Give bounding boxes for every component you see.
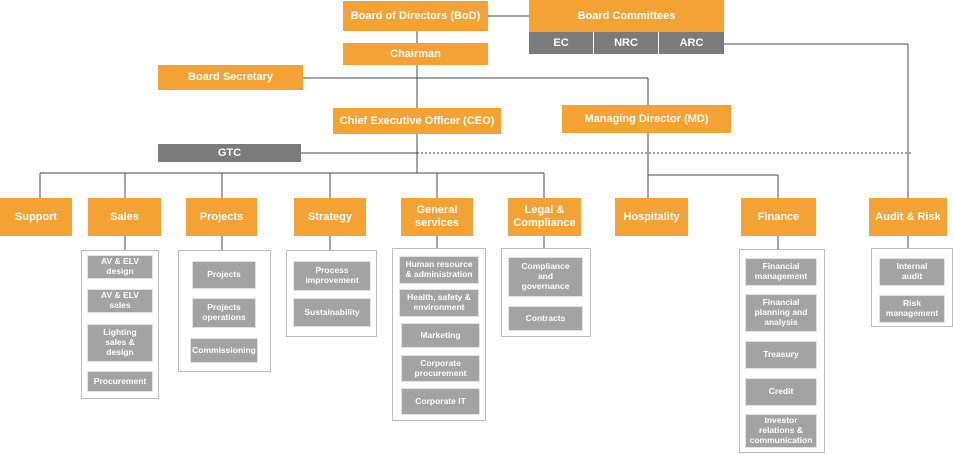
- dept-finance: Finance: [741, 198, 816, 236]
- chairman-box: Chairman: [343, 43, 488, 65]
- dept-sales: Sales: [88, 198, 161, 236]
- dept-audit-risk: Audit & Risk: [869, 198, 947, 236]
- unit-treasury: Treasury: [745, 341, 817, 369]
- ceo-box: Chief Executive Officer (CEO): [333, 108, 501, 134]
- dept-legal-compliance: Legal & Compliance: [508, 198, 581, 236]
- unit-sustainability: Sustainability: [293, 298, 371, 327]
- unit-compliance-governance: Compliance and governance: [508, 257, 583, 297]
- unit-marketing: Marketing: [401, 323, 480, 348]
- unit-health-safety-environment: Health, safety & environment: [399, 289, 479, 317]
- unit-internal-audit: Internal audit: [879, 258, 945, 286]
- unit-commissioning: Commissioning: [190, 338, 258, 363]
- unit-corporate-it: Corporate IT: [401, 388, 480, 415]
- unit-investor-relations: Investor relations & communication: [745, 414, 817, 448]
- unit-risk-management: Risk management: [879, 295, 945, 323]
- dept-support: Support: [0, 198, 72, 236]
- committee-ec: EC: [529, 32, 594, 54]
- board-of-directors-box: Board of Directors (BoD): [343, 1, 488, 31]
- unit-sales-procurement: Procurement: [87, 371, 153, 392]
- md-box: Managing Director (MD): [562, 105, 731, 133]
- board-committees-box: Board Committees: [529, 0, 724, 32]
- dept-general-services: General services: [401, 198, 473, 236]
- unit-av-elv-sales: AV & ELV sales: [87, 289, 153, 313]
- unit-av-elv-design: AV & ELV design: [87, 255, 153, 279]
- unit-projects-operations: Projects operations: [192, 298, 256, 328]
- unit-human-resource: Human resource & administration: [399, 256, 479, 284]
- unit-contracts: Contracts: [508, 306, 583, 331]
- gtc-box: GTC: [158, 144, 301, 162]
- unit-process-improvement: Process improvement: [293, 261, 371, 291]
- dept-strategy: Strategy: [294, 198, 366, 236]
- unit-credit: Credit: [745, 378, 817, 406]
- unit-financial-management: Financial management: [745, 258, 817, 286]
- unit-lighting-sales-design: Lighting sales & design: [87, 324, 153, 362]
- unit-financial-planning-analysis: Financial planning and analysis: [745, 294, 817, 332]
- unit-corporate-procurement: Corporate procurement: [401, 355, 480, 382]
- committee-nrc: NRC: [594, 32, 659, 54]
- dept-hospitality: Hospitality: [615, 198, 688, 236]
- dept-projects: Projects: [186, 198, 257, 236]
- board-secretary-box: Board Secretary: [158, 65, 303, 90]
- committee-arc: ARC: [659, 32, 724, 54]
- unit-projects: Projects: [192, 261, 256, 289]
